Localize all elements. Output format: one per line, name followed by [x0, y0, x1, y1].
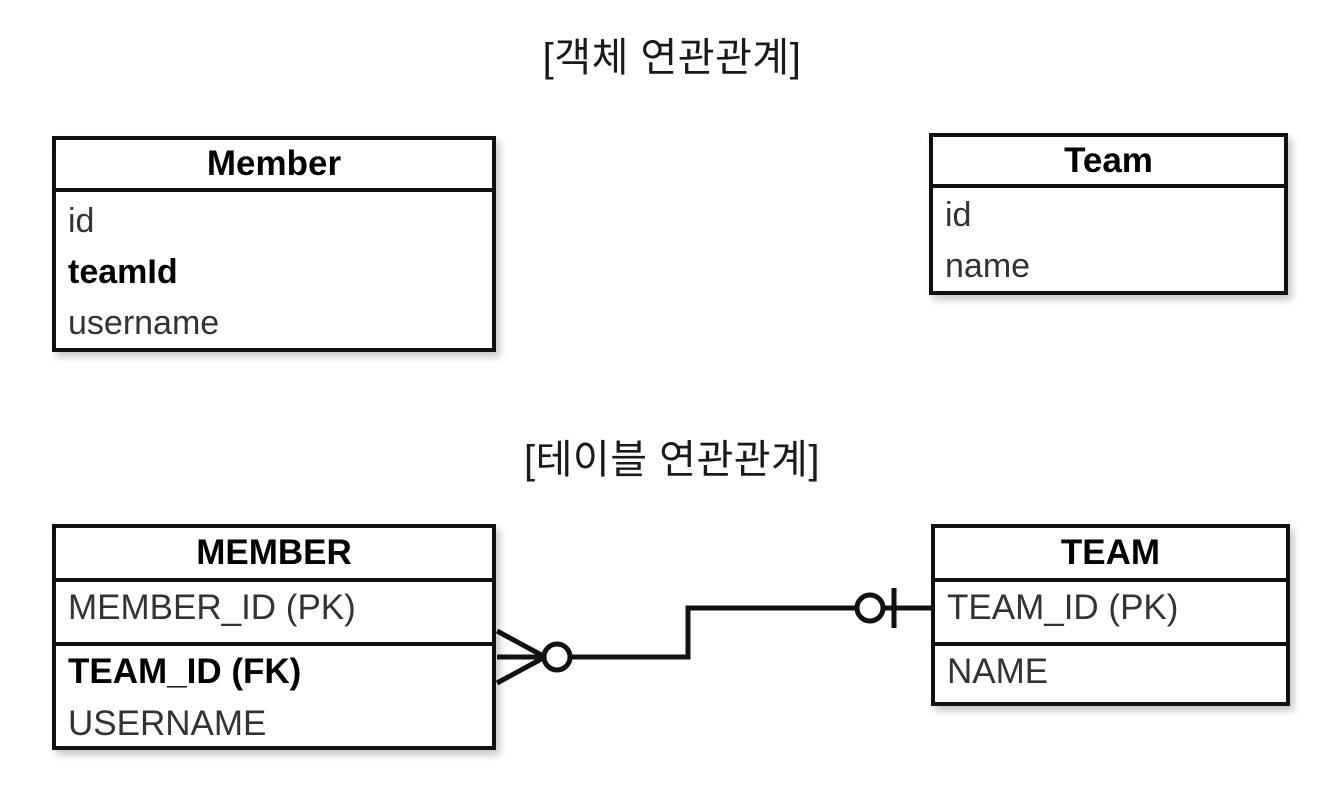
entity-header-member-object: Member [56, 140, 492, 192]
field-member-object-teamid: teamId [68, 253, 178, 291]
entity-header-team-object: Team [933, 137, 1284, 188]
entity-pk-section-team-table: TEAM_ID (PK) [935, 582, 1286, 646]
entity-member-object[interactable]: Member id teamId username [52, 136, 496, 352]
field-member-table-member-id: MEMBER_ID (PK) [68, 588, 356, 627]
field-team-object-name: name [945, 247, 1031, 285]
relationship-line [570, 605, 858, 660]
entity-member-table[interactable]: MEMBER MEMBER_ID (PK) TEAM_ID (FK) USERN… [52, 524, 496, 750]
field-member-object-id: id [68, 202, 95, 240]
entity-fields-team-table: NAME [935, 646, 1286, 706]
section-title-table-model: [테이블 연관관계] [524, 438, 820, 482]
crows-foot-upper-prong [495, 628, 547, 660]
field-team-object-id: id [945, 196, 972, 234]
entity-team-object[interactable]: Team id name [929, 133, 1288, 295]
entity-header-team-table: TEAM [935, 528, 1286, 582]
field-team-table-name: NAME [947, 652, 1049, 691]
cardinality-zero-circle-member [541, 641, 573, 673]
entity-fields-member-table: TEAM_ID (FK) USERNAME [56, 646, 492, 750]
field-team-table-team-id: TEAM_ID (PK) [947, 588, 1179, 627]
field-member-object-username: username [68, 304, 220, 342]
field-member-table-team-id: TEAM_ID (FK) [68, 652, 302, 691]
entity-header-member-table: MEMBER [56, 528, 492, 582]
entity-fields-team-object: id name [933, 188, 1284, 295]
entity-team-table[interactable]: TEAM TEAM_ID (PK) NAME [931, 524, 1290, 706]
cardinality-zero-circle-team [854, 592, 886, 624]
entity-pk-section-member-table: MEMBER_ID (PK) [56, 582, 492, 646]
entity-fields-member-object: id teamId username [56, 192, 492, 352]
section-title-object-model: [객체 연관관계] [542, 36, 802, 80]
field-member-table-username: USERNAME [68, 704, 267, 743]
crows-foot-lower-prong [495, 654, 547, 686]
